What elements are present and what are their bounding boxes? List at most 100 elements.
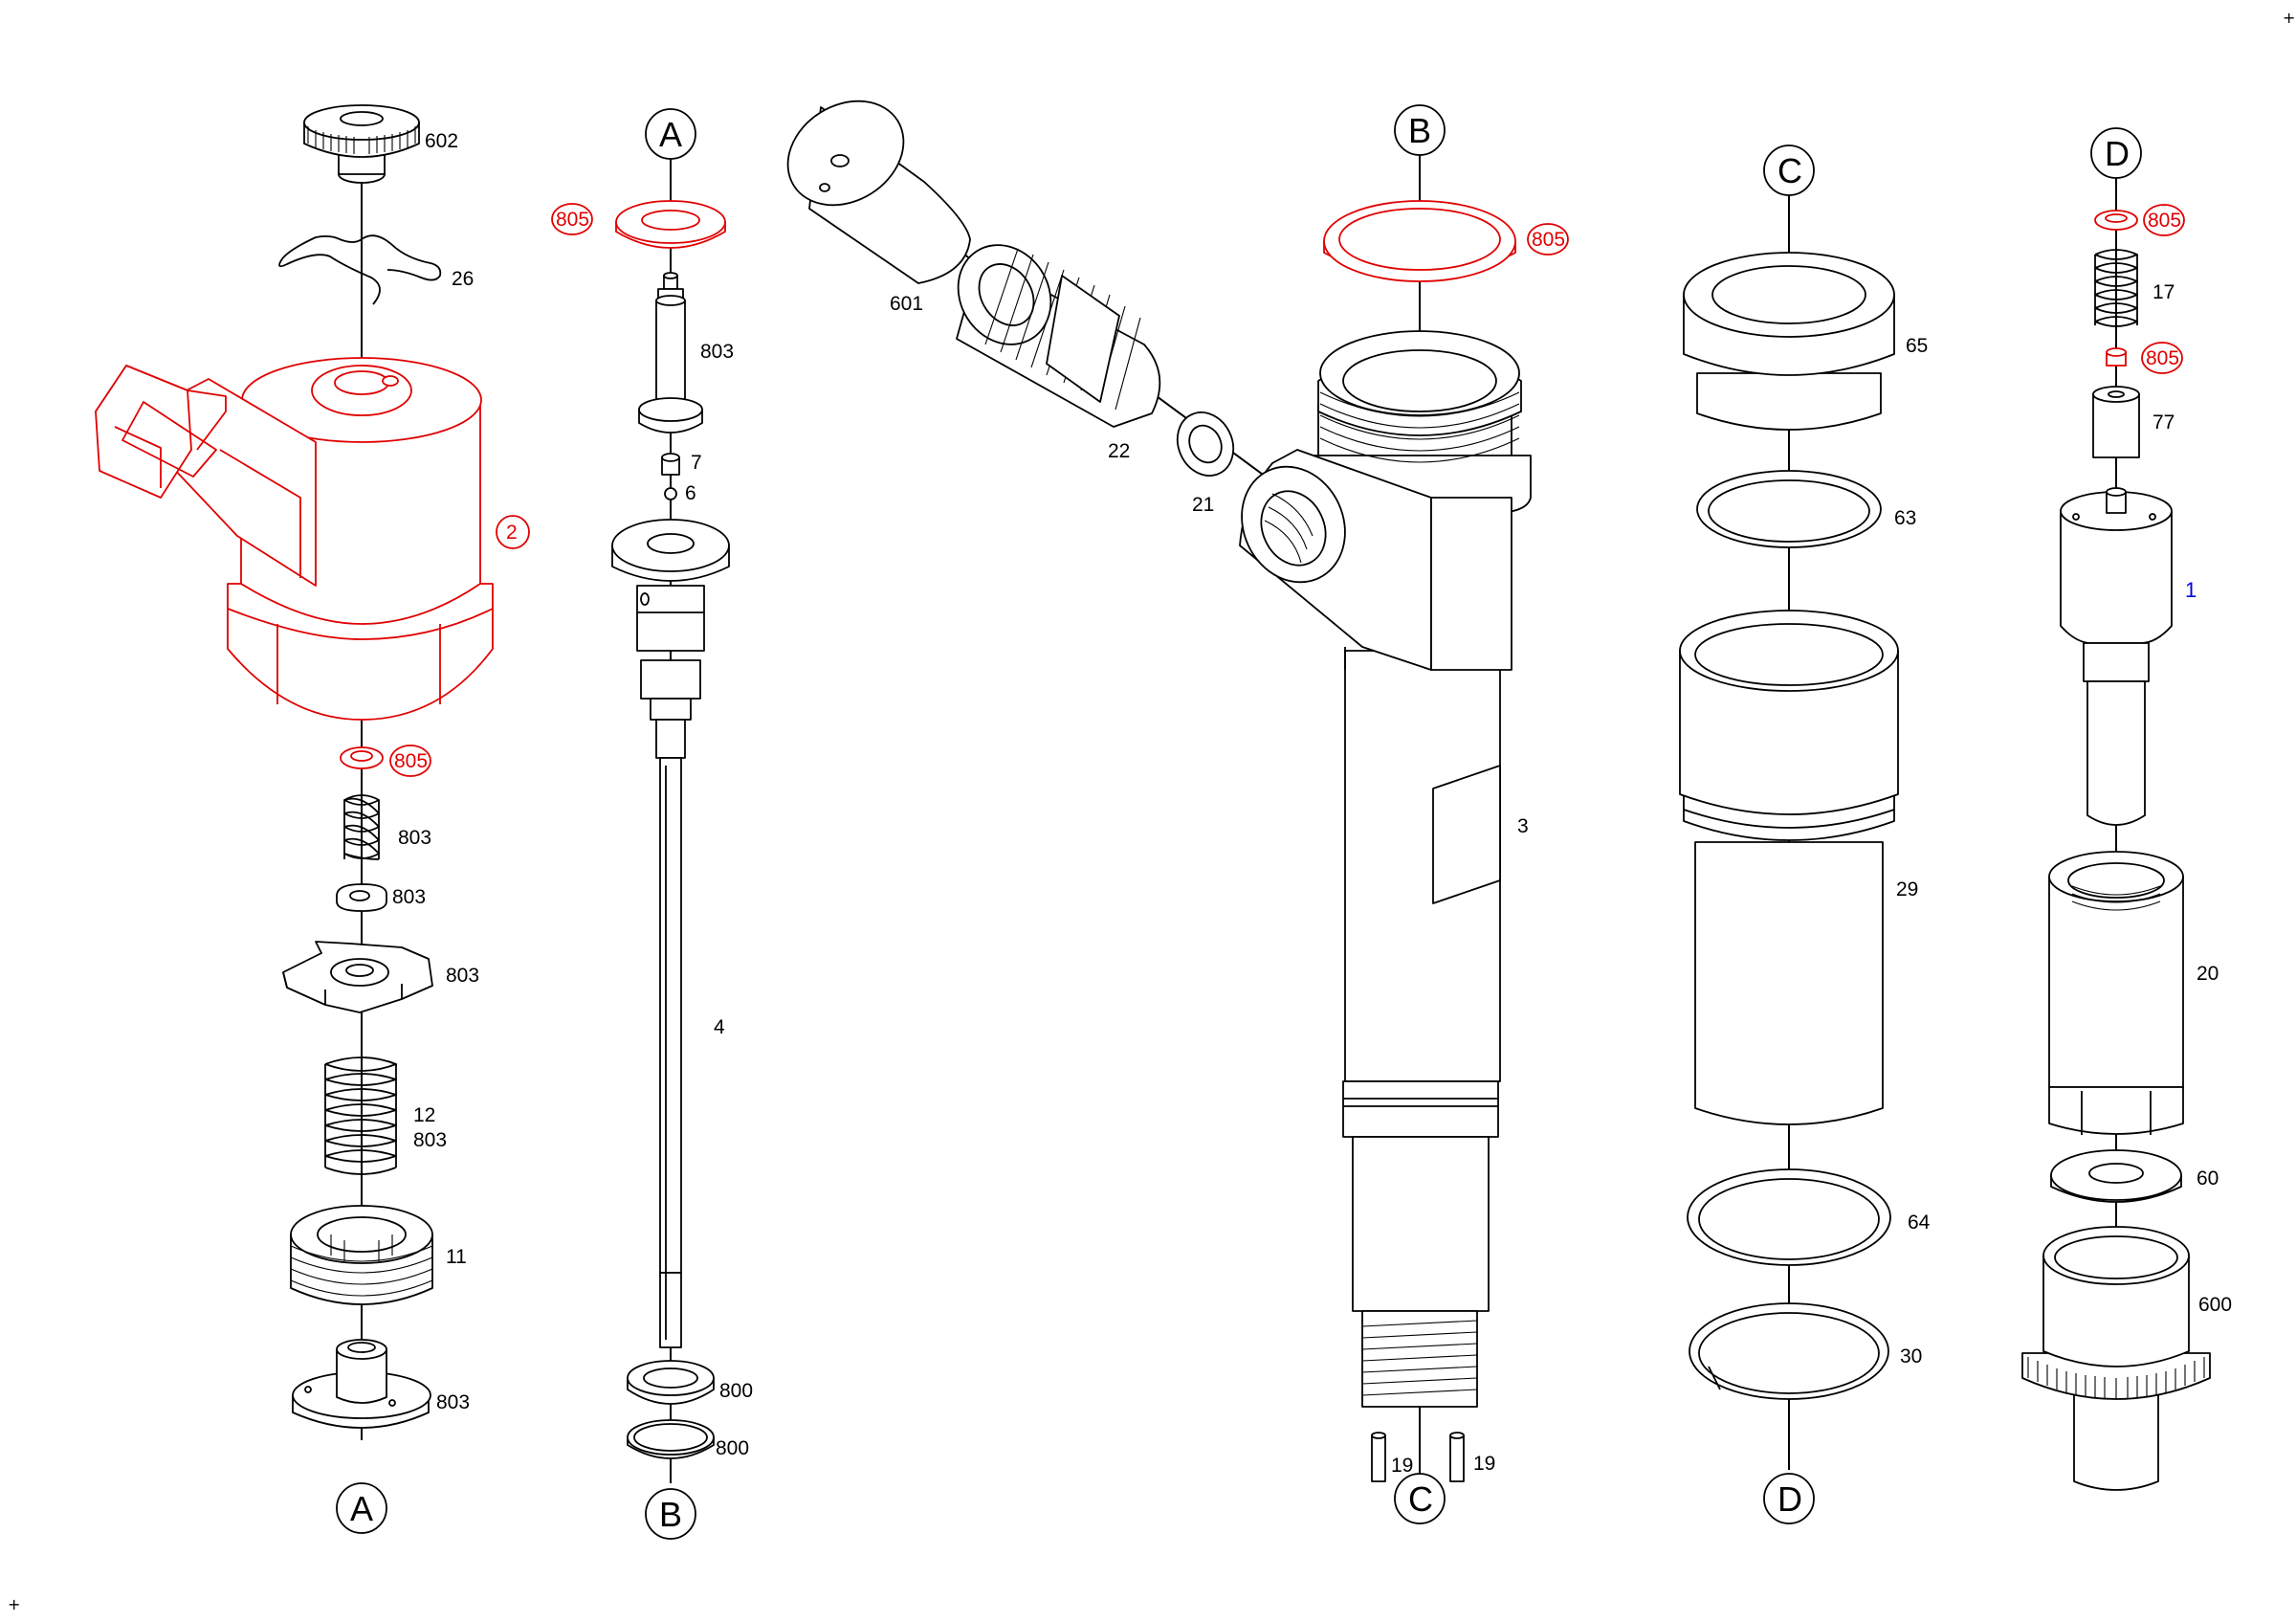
label-reference-a-top: A	[659, 115, 682, 154]
part-63-ring[interactable]	[1696, 470, 1882, 548]
part-600-adapter[interactable]	[2021, 1226, 2211, 1491]
column-3-assembly: 601 22 21	[768, 80, 1292, 516]
part-77-spacer[interactable]	[2092, 386, 2140, 458]
label-29: 29	[1896, 878, 1918, 900]
column-5-assembly: C 65 63 29 64	[1679, 145, 1931, 1524]
part-6-ball[interactable]	[664, 487, 677, 500]
label-601: 601	[890, 293, 923, 315]
part-12-large-spring[interactable]	[324, 1056, 397, 1175]
label-803-f: 803	[700, 341, 734, 363]
part-803-valve-seat[interactable]	[292, 1339, 431, 1429]
part-11-nut[interactable]	[290, 1205, 433, 1305]
reference-d-bottom	[1763, 1473, 1815, 1524]
label-803-c: 803	[446, 965, 479, 987]
part-19-pin-left[interactable]	[1371, 1432, 1386, 1482]
part-7-ball-guide[interactable]	[661, 453, 680, 476]
part-803-valve-pin[interactable]	[638, 272, 703, 434]
column-2-assembly: A 805 803 7 6	[551, 108, 753, 1540]
label-11: 11	[446, 1246, 467, 1268]
label-reference-d-top: D	[2105, 134, 2130, 173]
label-65: 65	[1906, 335, 1928, 357]
label-2: 2	[506, 522, 518, 544]
reference-a-top	[645, 108, 696, 160]
label-7: 7	[691, 452, 702, 474]
column-6-assembly: D 805 17 805 77	[2021, 127, 2232, 1491]
label-1: 1	[2185, 578, 2197, 602]
part-26-clip[interactable]	[278, 234, 442, 305]
callout-805-c	[1527, 223, 1569, 256]
label-805-d: 805	[2148, 210, 2181, 232]
label-805-a: 805	[394, 750, 428, 772]
label-803-e: 803	[436, 1391, 470, 1413]
label-63: 63	[1894, 507, 1916, 529]
label-805-e: 805	[2146, 347, 2179, 369]
callout-805-e	[2141, 342, 2183, 374]
label-22: 22	[1108, 440, 1130, 462]
part-29-sleeve[interactable]	[1679, 610, 1899, 1125]
label-6: 6	[685, 482, 696, 504]
part-30-ring[interactable]	[1689, 1302, 1889, 1400]
part-1-nozzle[interactable]	[2060, 487, 2173, 826]
callout-805-b	[551, 203, 593, 235]
part-22-fitting[interactable]	[939, 228, 1161, 428]
label-60: 60	[2197, 1167, 2219, 1189]
label-30: 30	[1900, 1345, 1922, 1367]
callout-805-a	[389, 745, 431, 777]
crosshair-bottom-left: +	[8, 1595, 20, 1613]
label-17: 17	[2152, 281, 2175, 303]
column-4-assembly: B 805	[1224, 104, 1569, 1524]
part-805-seal-a[interactable]	[615, 200, 726, 249]
callout-805-d	[2143, 204, 2185, 236]
label-12: 12	[413, 1104, 435, 1126]
label-4: 4	[714, 1016, 725, 1038]
label-600: 600	[2198, 1294, 2232, 1316]
label-19-a: 19	[1391, 1455, 1413, 1477]
part-3-injector-body[interactable]	[1224, 330, 1532, 1408]
label-77: 77	[2152, 411, 2175, 434]
crosshair-top-right: +	[2283, 9, 2295, 27]
label-reference-a-bottom: A	[350, 1489, 373, 1528]
reference-b-top	[1394, 104, 1446, 156]
label-reference-c-top: C	[1777, 151, 1802, 190]
part-21-washer[interactable]	[1167, 403, 1243, 484]
part-803-armature[interactable]	[282, 941, 433, 1013]
part-800-ring-b[interactable]	[627, 1419, 715, 1459]
part-805-seal-b[interactable]	[1323, 200, 1516, 282]
part-803-shim[interactable]	[336, 883, 387, 912]
part-805-seal-c[interactable]	[2094, 210, 2138, 231]
label-3: 3	[1517, 815, 1529, 837]
part-4-valve-rod[interactable]	[611, 519, 730, 1348]
part-805-seal-small[interactable]	[340, 746, 384, 769]
label-20: 20	[2197, 963, 2219, 985]
label-805-c: 805	[1532, 229, 1565, 251]
label-26: 26	[452, 268, 474, 290]
part-20-nozzle-nut[interactable]	[2048, 851, 2184, 1135]
part-601-cap[interactable]	[768, 80, 971, 284]
label-800-b: 800	[716, 1437, 749, 1459]
reference-c-top	[1763, 145, 1815, 196]
part-602-cap[interactable]	[303, 104, 420, 184]
label-803-b: 803	[392, 886, 426, 908]
label-805-b: 805	[556, 209, 589, 231]
part-64-ring[interactable]	[1687, 1168, 1891, 1266]
reference-a-bottom	[336, 1482, 387, 1534]
label-803-d: 803	[413, 1129, 447, 1151]
label-reference-d-bottom: D	[1777, 1479, 1802, 1519]
part-805-seal-d[interactable]	[2106, 347, 2127, 367]
label-21: 21	[1192, 494, 1214, 516]
part-2-solenoid[interactable]	[95, 357, 494, 721]
part-19-pin-right[interactable]	[1449, 1432, 1465, 1482]
reference-d-top	[2090, 127, 2142, 179]
part-60-washer[interactable]	[2050, 1149, 2182, 1203]
reference-b-bottom	[645, 1488, 696, 1540]
part-803-small-spring[interactable]	[343, 794, 380, 860]
part-17-spring[interactable]	[2094, 249, 2138, 327]
label-800-a: 800	[719, 1380, 753, 1402]
reference-c-bottom	[1394, 1473, 1446, 1524]
part-800-ring-a[interactable]	[627, 1360, 715, 1405]
label-803-a: 803	[398, 827, 431, 849]
label-reference-b-bottom: B	[659, 1495, 682, 1534]
label-reference-c-bottom: C	[1408, 1479, 1433, 1519]
part-65-sleeve[interactable]	[1683, 252, 1895, 431]
